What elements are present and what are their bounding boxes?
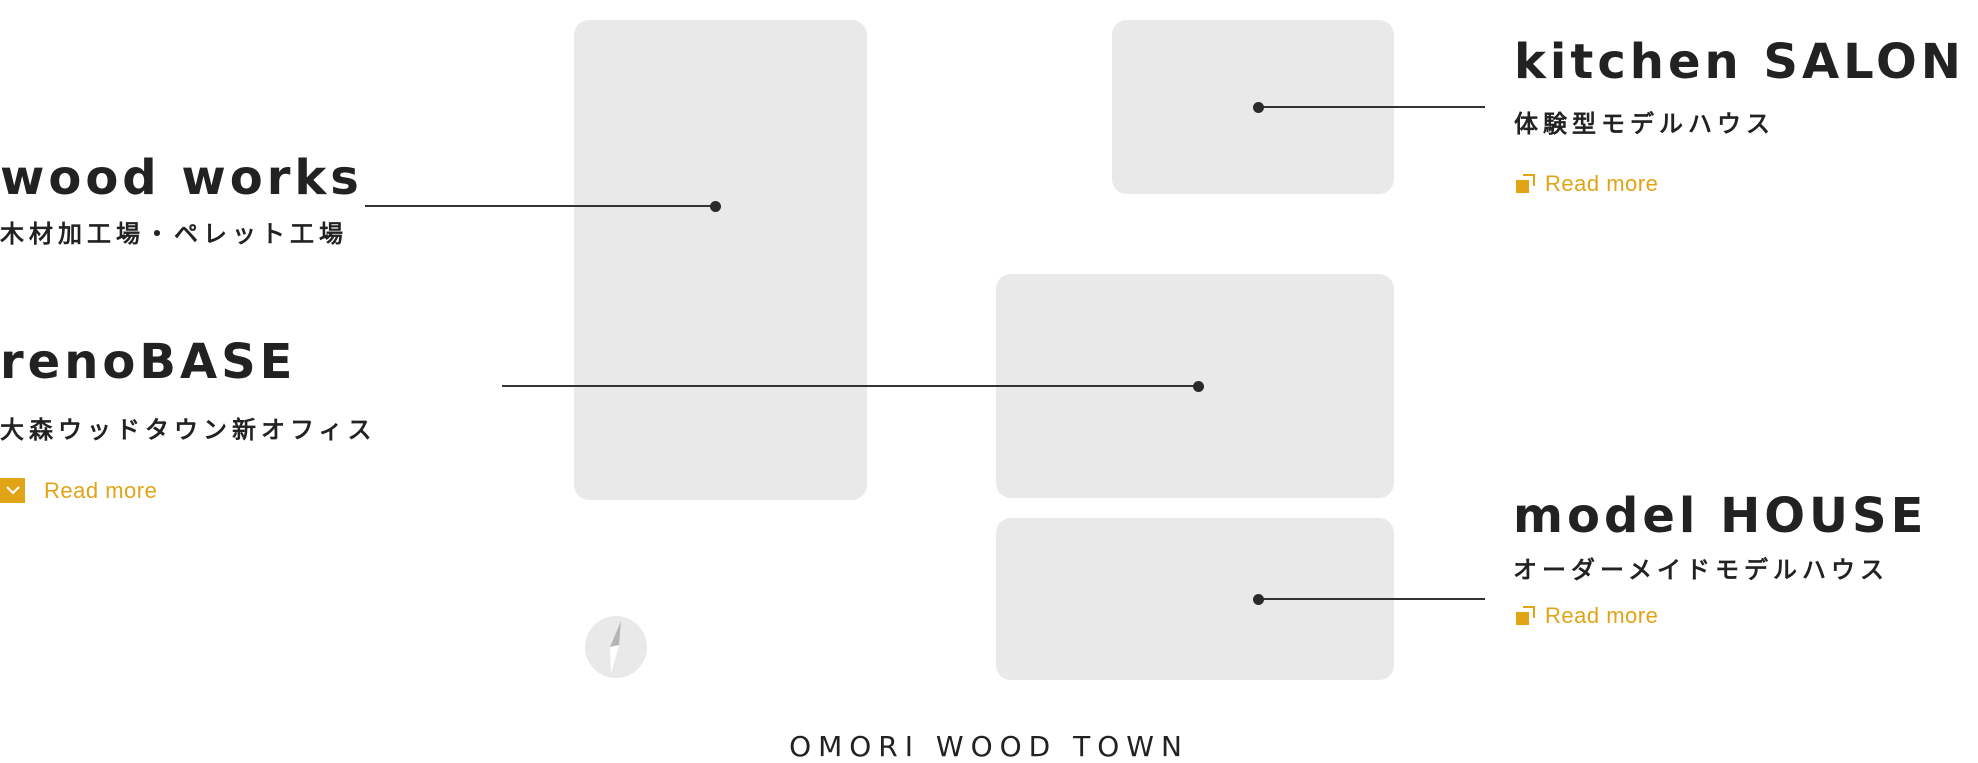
kitchen-salon-read-more-link[interactable]: Read more	[1516, 173, 1658, 195]
read-more-label: Read more	[1545, 171, 1659, 196]
wood-works-title: wood works	[0, 150, 363, 206]
marker-dot-reno-base	[1193, 381, 1204, 392]
leader-line-reno-base	[502, 385, 1197, 387]
model-house-subtitle: オーダーメイドモデルハウス	[1513, 556, 1890, 584]
leader-line-wood-works	[365, 205, 715, 207]
read-more-label: Read more	[1545, 603, 1659, 628]
reno-base-read-more-link[interactable]: Read more	[0, 478, 157, 503]
marker-dot-kitchen-salon	[1253, 102, 1264, 113]
building-wood-works[interactable]	[574, 20, 867, 500]
external-link-icon	[1516, 606, 1536, 626]
external-link-icon	[1516, 174, 1536, 194]
model-house-read-more-link[interactable]: Read more	[1516, 605, 1658, 627]
leader-line-model-house	[1258, 598, 1485, 600]
read-more-label: Read more	[44, 477, 158, 503]
site-title: OMORI WOOD TOWN	[789, 730, 1189, 763]
kitchen-salon-title: kitchen SALON	[1514, 34, 1965, 90]
model-house-title: model HOUSE	[1513, 488, 1928, 544]
reno-base-title: renoBASE	[0, 334, 297, 390]
reno-base-subtitle: 大森ウッドタウン新オフィス	[0, 416, 377, 444]
wood-works-subtitle: 木材加工場・ペレット工場	[0, 220, 348, 248]
leader-line-kitchen-salon	[1258, 106, 1485, 108]
kitchen-salon-subtitle: 体験型モデルハウス	[1514, 110, 1775, 138]
chevron-down-icon	[0, 478, 25, 503]
marker-dot-model-house	[1253, 594, 1264, 605]
marker-dot-wood-works	[710, 201, 721, 212]
compass-icon	[585, 616, 647, 678]
